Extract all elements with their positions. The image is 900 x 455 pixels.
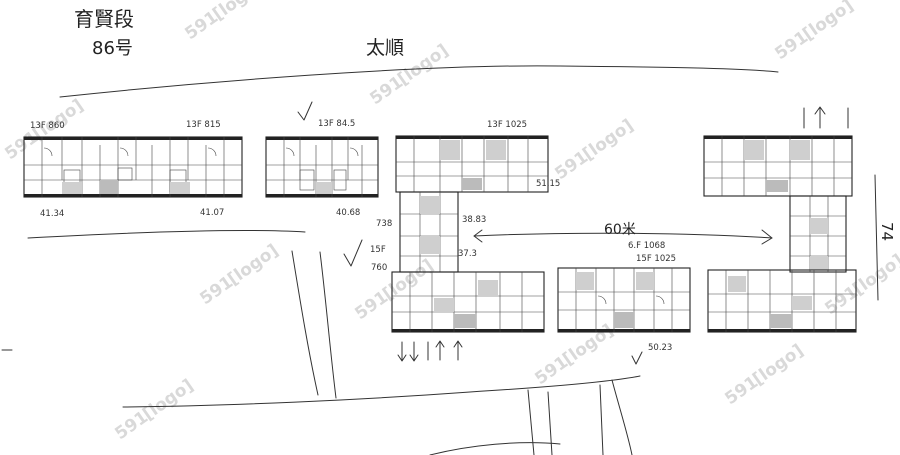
building-c-area-mid1: 38.83: [462, 215, 486, 225]
watermark-layer: 591[logo] 591[logo] 591[logo] 591[logo] …: [1, 0, 900, 444]
watermark-brand: [logo]: [849, 251, 900, 300]
building-c-side-floor: 15F: [370, 245, 386, 255]
building-a-floor-label-2: 13F 815: [186, 120, 221, 130]
site-boundary-lines: [1, 65, 879, 455]
watermark-brand: [logo]: [224, 241, 282, 290]
building-c-side-area: 738: [376, 219, 392, 229]
lot-number: 86号: [92, 38, 133, 59]
entrance-arrows-c: [397, 340, 463, 362]
check-mark: [297, 101, 313, 121]
building-d-floor-label-1: 6.F 1068: [628, 241, 665, 251]
distance-label: 60米: [604, 222, 636, 238]
building-e: [703, 135, 857, 333]
building-a-area-right: 41.07: [200, 208, 224, 218]
building-d-area: 50.23: [648, 343, 672, 353]
building-c-side-floor-2: 760: [371, 263, 387, 273]
watermark-brand: [logo]: [209, 0, 267, 25]
watermark-brand: [logo]: [559, 321, 617, 370]
watermark-brand: [logo]: [139, 376, 197, 425]
building-a-floor-label: 13F 860: [30, 121, 65, 131]
building-a-area-left: 41.34: [40, 209, 64, 219]
entrance-arrows-e: [803, 106, 849, 129]
building-b-floor-label: 13F 84.5: [318, 119, 355, 129]
building-d-floor-label-2: 15F 1025: [636, 254, 676, 264]
building-b: [265, 136, 379, 198]
building-c-area-right: 51.15: [536, 179, 560, 189]
watermark-brand: [logo]: [749, 341, 807, 390]
lot-title: 育賢段: [74, 7, 134, 31]
building-a: [23, 136, 243, 198]
building-b-area: 40.68: [336, 208, 360, 218]
building-c-floor-label: 13F 1025: [487, 120, 527, 130]
road-label: 太順: [366, 37, 404, 59]
watermark-brand: [logo]: [579, 116, 637, 165]
check-mark: [343, 239, 363, 267]
distance-arrow: [473, 229, 773, 245]
watermark-brand: [logo]: [799, 0, 857, 45]
building-d: [557, 267, 691, 333]
watermark-brand: [logo]: [379, 256, 437, 305]
side-label: 74: [878, 222, 896, 241]
building-c: [391, 135, 549, 333]
check-mark: [631, 351, 643, 365]
building-c-area-mid2: 37.3: [458, 249, 477, 259]
